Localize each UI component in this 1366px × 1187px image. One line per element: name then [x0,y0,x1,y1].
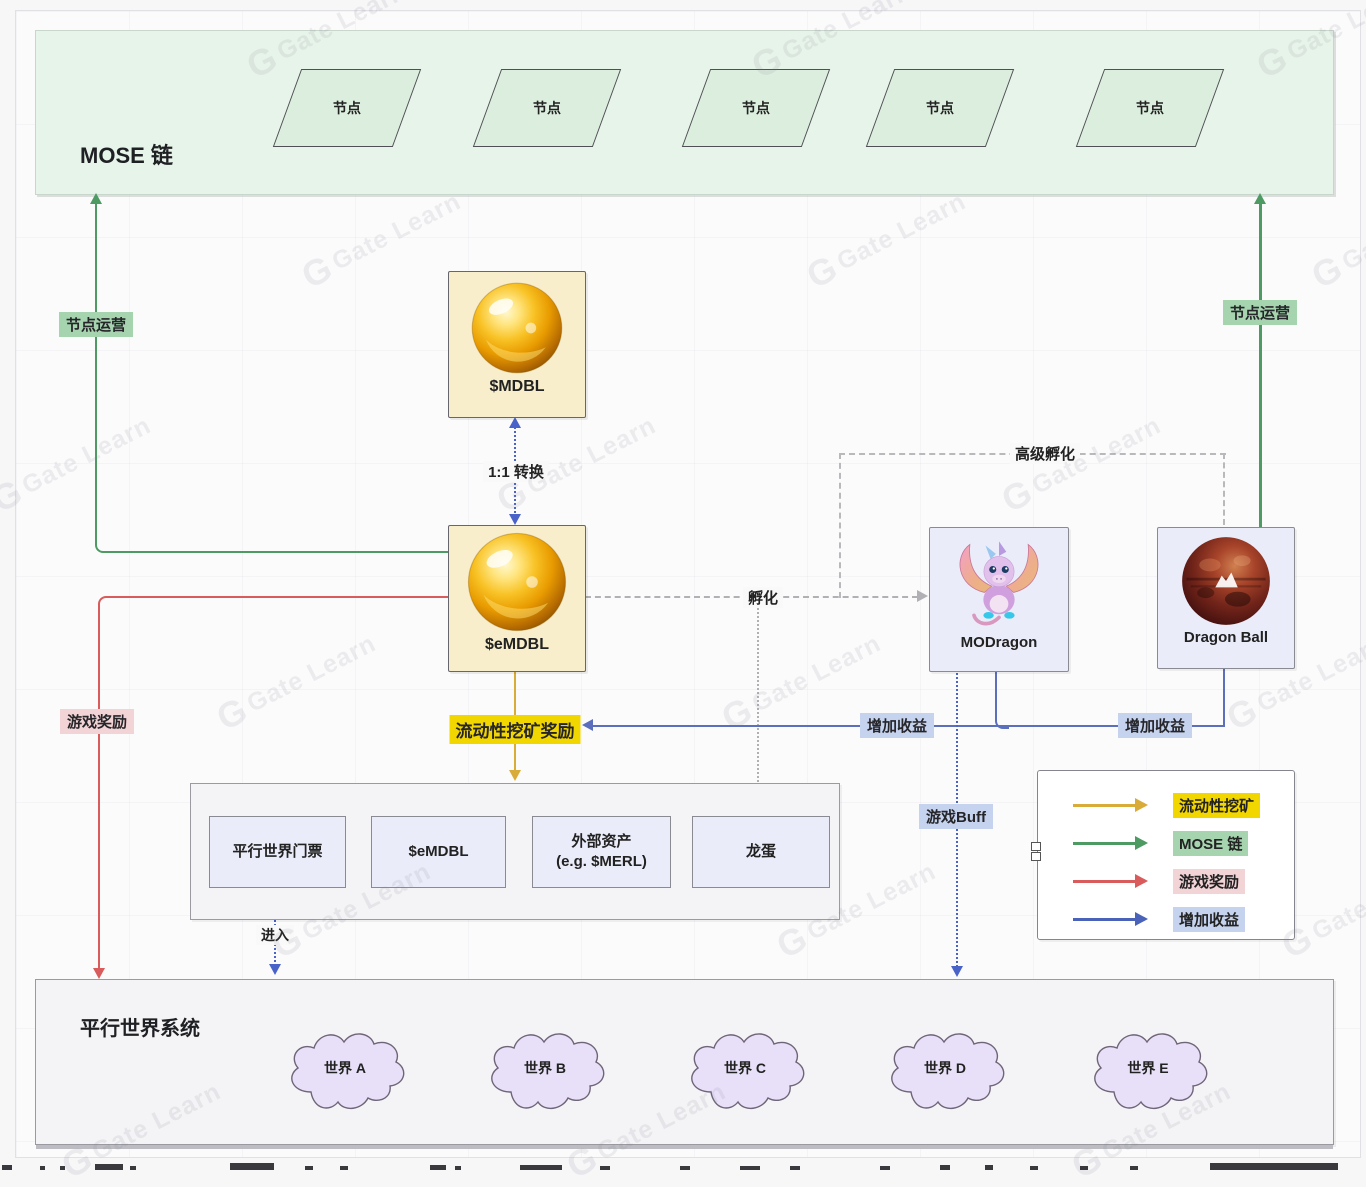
asset-dragon-egg-box[interactable]: 龙蛋 [692,816,830,888]
cut-off-content [340,1166,348,1170]
advanced-hatch-label[interactable]: 高级孵化 [1009,443,1081,464]
asset-emdbl-box[interactable]: $eMDBL [371,816,506,888]
world-c-cloud[interactable]: 世界 C [678,1022,812,1114]
node-op-left-badge[interactable]: 节点运营 [58,312,134,337]
cut-off-content [455,1166,461,1170]
world-d-cloud[interactable]: 世界 D [878,1022,1012,1114]
dragon-icon [959,541,1039,626]
lp-reward-label[interactable]: 流动性挖矿奖励 [449,715,581,744]
arrowhead-down [269,964,281,975]
yield-right-badge[interactable]: 增加收益 [1117,713,1193,738]
cut-off-content [680,1166,690,1170]
legend-row-yield: 增加收益 [1038,907,1294,932]
enter-label[interactable]: 进入 [256,925,294,945]
arrowhead-up [509,417,521,428]
hatch-label[interactable]: 孵化 [742,587,784,608]
cut-off-content [40,1166,45,1170]
canvas-page [15,10,1361,1158]
game-reward-badge[interactable]: 游戏奖励 [59,709,135,734]
advanced-hatch-edge-drop [1223,453,1225,525]
arrowhead-left [582,719,593,731]
cut-off-content [1130,1166,1138,1170]
cloud-icon [1094,1033,1208,1109]
dragon-ball-label: Dragon Ball [1183,629,1269,646]
convert-label[interactable]: 1:1 转换 [483,461,549,482]
cut-off-content [430,1165,446,1170]
arrowhead-up [90,193,102,204]
cut-off-content [520,1165,562,1170]
arrowhead-right [917,590,928,602]
legend-row-mose-chain: MOSE 链 [1038,831,1294,856]
cut-off-content [1210,1163,1338,1170]
legend-box[interactable]: 流动性挖矿 MOSE 链 游戏奖励 增加收益 [1037,770,1295,940]
game-reward-edge [98,596,450,975]
legend-line-red [1073,880,1135,883]
cut-off-content [790,1166,800,1170]
emdbl-orb-icon [467,532,567,632]
dragon-ball-box[interactable]: Dragon Ball [1157,527,1295,669]
emdbl-box[interactable]: $eMDBL [448,525,586,672]
mdbl-box[interactable]: $MDBL [448,271,586,418]
world-system-title: 平行世界系统 [80,1018,200,1040]
arrowhead-down [951,966,963,977]
cut-off-content [1080,1166,1088,1170]
cut-off-content [230,1163,274,1170]
cut-off-content [1030,1166,1038,1170]
legend-arrow-icon [1135,874,1148,888]
legend-line-green [1073,842,1135,845]
arrowhead-down [93,968,105,979]
legend-row-lp-mining: 流动性挖矿 [1038,793,1294,818]
world-e-cloud[interactable]: 世界 E [1081,1022,1215,1114]
cut-off-content [740,1166,760,1170]
world-b-cloud[interactable]: 世界 B [478,1022,612,1114]
arrowhead-up [1254,193,1266,204]
game-buff-badge[interactable]: 游戏Buff [919,804,993,829]
asset-pool-container[interactable]: 平行世界门票 $eMDBL 外部资产(e.g. $MERL) 龙蛋 [190,783,840,920]
egg-to-hatch-edge [757,600,759,814]
cloud-icon [291,1033,405,1109]
cloud-icon [691,1033,805,1109]
node-op-right-badge[interactable]: 节点运营 [1222,300,1298,325]
asset-external-box[interactable]: 外部资产(e.g. $MERL) [532,816,671,888]
mdbl-label: $MDBL [489,378,545,395]
legend-arrow-icon [1135,912,1148,926]
cut-off-content [95,1164,123,1170]
cut-off-content [2,1165,12,1170]
dragon-ball-icon [1182,537,1270,625]
selection-handle[interactable] [1031,842,1041,851]
cut-off-content [940,1165,950,1170]
cut-off-content [60,1166,65,1170]
cut-off-content [880,1166,890,1170]
arrowhead-down [509,514,521,525]
world-a-cloud[interactable]: 世界 A [278,1022,412,1114]
node-op-left-edge [95,204,451,553]
modragon-label: MODragon [960,634,1038,651]
cloud-icon [891,1033,1005,1109]
cut-off-content [305,1166,313,1170]
selection-handle[interactable] [1031,852,1041,861]
modragon-box[interactable]: MODragon [929,527,1069,672]
legend-line-blue [1073,918,1135,921]
cut-off-content [130,1166,136,1170]
cloud-icon [491,1033,605,1109]
legend-arrow-icon [1135,836,1148,850]
mose-chain-title: MOSE 链 [80,143,173,168]
legend-row-game-reward: 游戏奖励 [1038,869,1294,894]
yield-edge-dragonball [1223,667,1225,726]
yield-left-badge[interactable]: 增加收益 [859,713,935,738]
asset-ticket-box[interactable]: 平行世界门票 [209,816,346,888]
legend-arrow-icon [1135,798,1148,812]
yield-edge-modragon [995,670,1009,729]
cut-off-content [600,1166,610,1170]
cut-off-content [985,1165,993,1170]
legend-line-yellow [1073,804,1135,807]
emdbl-label: $eMDBL [484,636,549,653]
node-op-right-edge [1259,204,1262,527]
arrowhead-down [509,770,521,781]
mdbl-orb-icon [471,282,563,374]
